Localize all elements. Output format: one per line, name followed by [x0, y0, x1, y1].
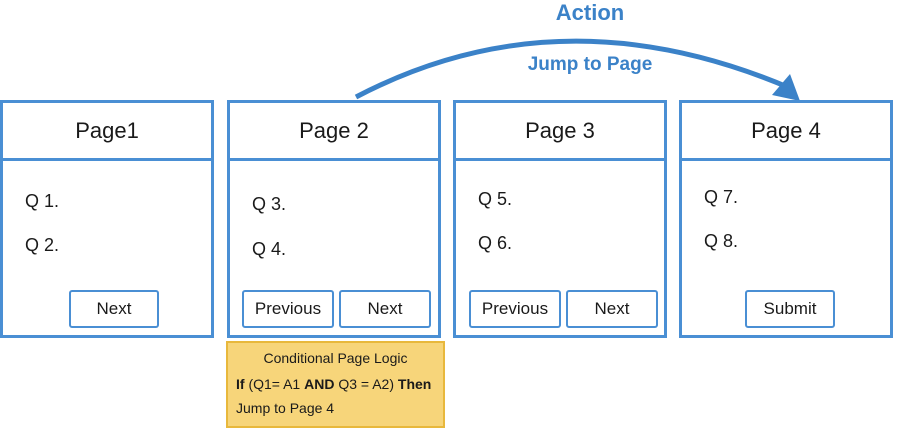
next-button[interactable]: Next [566, 290, 658, 328]
condition-b: Q3 = A2) [334, 376, 398, 392]
page-card-2: Page 2 Q 3. Q 4. Previous Next [227, 100, 441, 338]
jump-arrow [354, 38, 800, 101]
submit-button[interactable]: Submit [745, 290, 835, 328]
then-keyword: Then [397, 376, 432, 392]
page-title: Page 2 [230, 103, 438, 161]
page-body: Q 7. Q 8. Submit [682, 161, 890, 338]
action-title: Action [555, 0, 625, 25]
page-title: Page1 [3, 103, 211, 161]
if-keyword: If [236, 376, 245, 392]
condition-a: (Q1= A1 [248, 376, 305, 392]
question-label: Q 3. [252, 194, 287, 214]
page-title: Page 4 [682, 103, 890, 161]
next-button[interactable]: Next [339, 290, 431, 328]
page-card-3: Page 3 Q 5. Q 6. Previous Next [453, 100, 667, 338]
page-title: Page 3 [456, 103, 664, 161]
action-subtitle: Jump to Page [527, 54, 653, 75]
question-label: Q 4. [252, 239, 287, 259]
page-card-4: Page 4 Q 7. Q 8. Submit [679, 100, 893, 338]
conditional-logic-box: Conditional Page Logic If (Q1= A1 AND Q3… [226, 341, 445, 428]
page-body: Q 5. Q 6. Previous Next [456, 161, 664, 338]
logic-condition: If (Q1= A1 AND Q3 = A2) Then [236, 372, 435, 396]
jump-arrow-curve [354, 38, 791, 100]
page-body: Q 1. Q 2. Next [3, 161, 211, 338]
question-label: Q 7. [704, 187, 739, 207]
question-label: Q 8. [704, 231, 739, 251]
question-label: Q 6. [478, 233, 513, 253]
page-card-1: Page1 Q 1. Q 2. Next [0, 100, 214, 338]
question-label: Q 1. [25, 191, 60, 211]
page-body: Q 3. Q 4. Previous Next [230, 161, 438, 338]
previous-button[interactable]: Previous [469, 290, 561, 328]
logic-title: Conditional Page Logic [263, 350, 408, 366]
next-button[interactable]: Next [69, 290, 159, 328]
logic-action: Jump to Page 4 [236, 400, 335, 416]
question-label: Q 5. [478, 189, 513, 209]
previous-button[interactable]: Previous [242, 290, 334, 328]
jump-arrow-head [772, 74, 800, 101]
and-keyword: AND [304, 376, 335, 392]
question-label: Q 2. [25, 235, 60, 255]
